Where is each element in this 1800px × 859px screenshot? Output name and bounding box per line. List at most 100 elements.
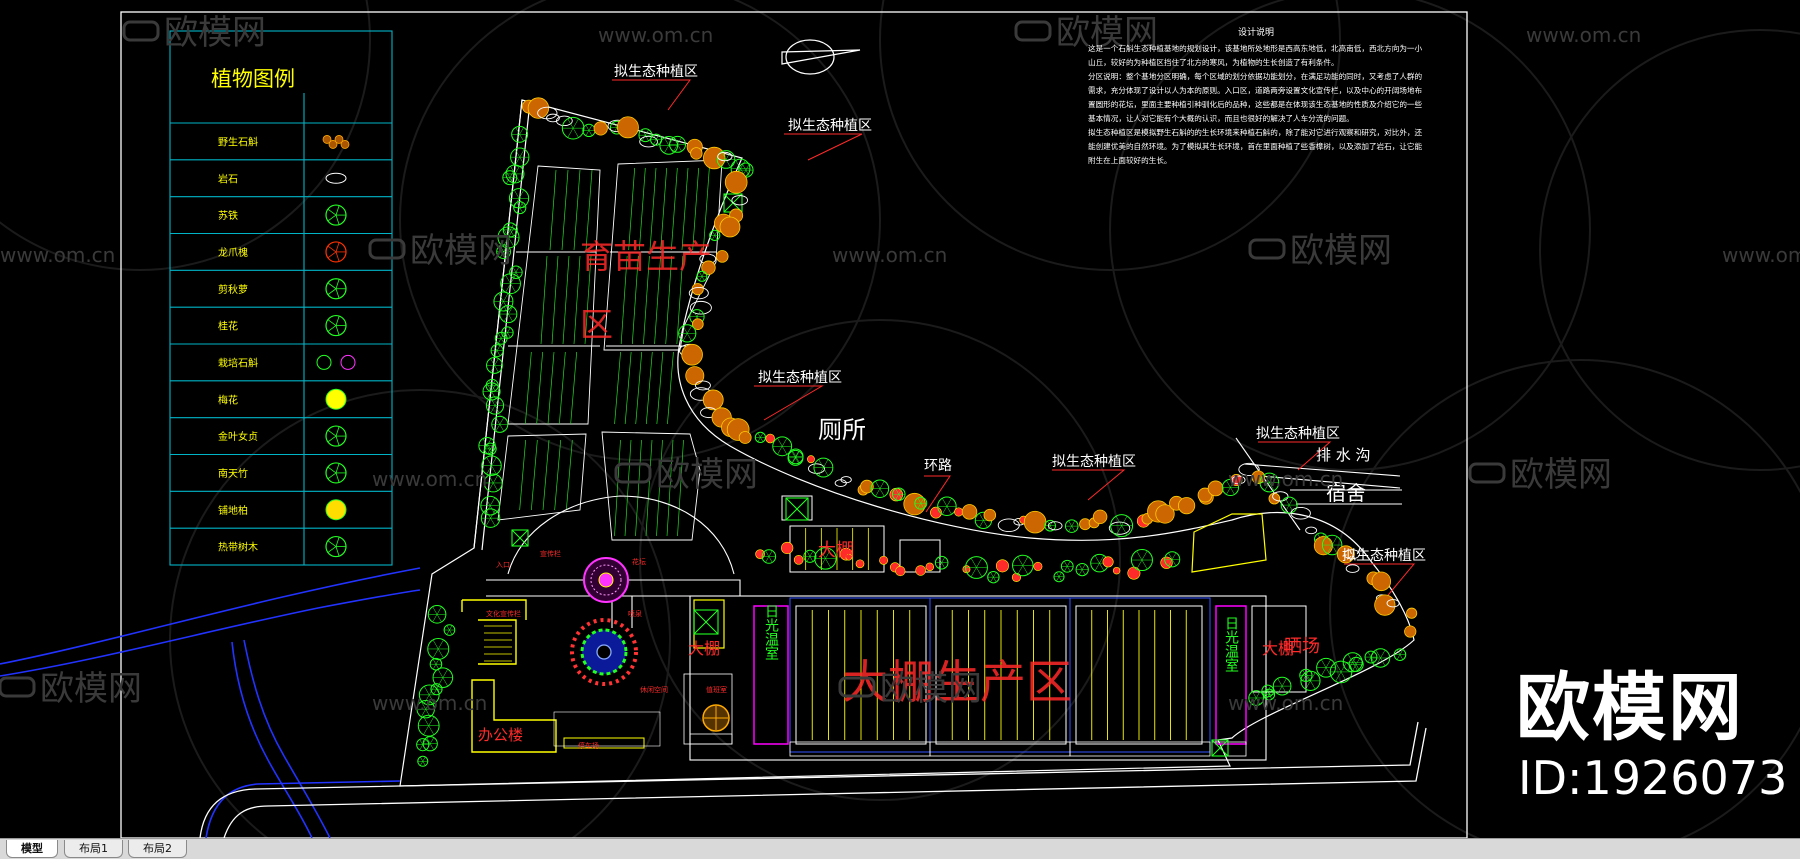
greenhouse-rows	[811, 610, 1187, 740]
tree	[1280, 496, 1298, 514]
tree	[879, 555, 889, 565]
tree	[696, 270, 708, 282]
tree	[1404, 625, 1417, 638]
tree	[1342, 652, 1363, 673]
tree	[1371, 571, 1392, 592]
tree	[997, 518, 1020, 533]
tab-model[interactable]: 模型	[6, 840, 58, 858]
tree	[1130, 549, 1153, 572]
culture-board-label: 文化宣传栏	[486, 609, 521, 618]
lychnis-icon	[325, 278, 347, 300]
cad-site-plan[interactable]: 植物图例 野生石斛岩石苏铁龙爪槐剪秋萝桂花栽培石斛梅花金叶女贞南天竹铺地柏热带树…	[0, 0, 1800, 838]
tree	[1364, 650, 1378, 664]
tree	[1272, 491, 1289, 502]
sofa-icon	[614, 462, 652, 484]
tree	[724, 170, 748, 194]
tree	[937, 496, 957, 517]
greenhouse-zone	[689, 595, 1307, 761]
sofa-icon	[838, 676, 876, 698]
leisure-label: 休闲空间	[640, 685, 668, 694]
tree	[484, 442, 497, 456]
tree	[527, 97, 550, 119]
tree	[961, 504, 978, 520]
tree	[639, 135, 658, 148]
tree	[754, 431, 767, 444]
tree	[1177, 497, 1196, 515]
crossed-box	[785, 497, 809, 521]
main-road	[199, 721, 1427, 838]
tree	[546, 113, 560, 123]
tree	[494, 331, 508, 345]
north-arrow-icon	[781, 39, 861, 75]
tree	[1406, 607, 1418, 619]
tree	[1160, 556, 1173, 569]
watermark-text: 欧模网	[1510, 455, 1612, 495]
leisure-garden	[683, 673, 733, 745]
tree	[1060, 559, 1074, 573]
tree	[638, 128, 653, 143]
tree	[709, 229, 721, 241]
seedling-row	[585, 169, 593, 251]
seedling-row	[565, 439, 573, 511]
seedling-row	[549, 169, 557, 251]
tree	[513, 201, 527, 215]
seedling-row	[656, 439, 663, 537]
tree	[781, 541, 794, 555]
sofa-icon	[122, 20, 160, 42]
sunlight-room-label-2: 日光温室	[1223, 616, 1239, 672]
tree	[418, 684, 440, 706]
zone-label-5: 拟生态种植区	[1256, 426, 1340, 442]
seedling-row	[554, 439, 562, 511]
notes-title: 设计说明	[1237, 28, 1274, 38]
seedling-row	[656, 351, 664, 425]
tab-layout2[interactable]: 布局2	[128, 840, 187, 858]
tree	[1092, 509, 1108, 525]
tree	[840, 476, 852, 484]
seedling-row	[624, 439, 632, 537]
tree	[496, 244, 511, 260]
seedling-row	[614, 351, 621, 425]
legend-row-label: 铺地柏	[218, 504, 248, 517]
tree	[1343, 549, 1360, 560]
tree	[555, 115, 573, 127]
tree	[1110, 514, 1134, 538]
crossed-box	[693, 609, 719, 635]
seedling-row	[558, 351, 566, 425]
seedling-row	[624, 351, 632, 425]
tree	[1112, 566, 1121, 575]
tree	[490, 344, 504, 358]
watermark-text: 欧模网	[656, 455, 758, 495]
flower-bed-label: 花坛	[632, 557, 646, 566]
tree	[1348, 656, 1364, 672]
tree	[692, 318, 704, 330]
legend-row-label: 桂花	[218, 320, 238, 333]
nandina-icon	[325, 462, 347, 484]
tree	[895, 565, 906, 577]
tree	[478, 437, 496, 455]
tree	[717, 151, 733, 162]
tree	[915, 565, 926, 576]
zone-label-1: 拟生态种植区	[614, 64, 698, 80]
tree	[925, 562, 935, 572]
sofa-icon	[368, 238, 406, 260]
tree	[1251, 470, 1266, 484]
tree	[1011, 572, 1022, 582]
tree	[502, 170, 518, 186]
tree	[701, 260, 716, 275]
seedling-row	[649, 167, 657, 251]
creeping-juniper-icon	[325, 499, 347, 521]
parking-label: 停车场	[578, 741, 599, 750]
watermark-url: www.om.cn	[372, 691, 487, 715]
watermark-url: www.om.cn	[372, 467, 487, 491]
tree	[616, 116, 639, 139]
tab-layout1[interactable]: 布局1	[64, 840, 123, 858]
cultivated-orchid-icon	[316, 354, 356, 370]
legend-row-label: 栽培石斛	[218, 356, 258, 369]
brand-watermark: 欧模网	[1516, 665, 1744, 751]
model-id: ID:1926073	[1518, 751, 1788, 805]
entrance-label: 入口	[496, 561, 510, 569]
watermark-url: www.om.cn	[1228, 691, 1343, 715]
office-building	[461, 599, 557, 753]
seedling-row	[645, 439, 653, 537]
tree	[1108, 521, 1131, 535]
